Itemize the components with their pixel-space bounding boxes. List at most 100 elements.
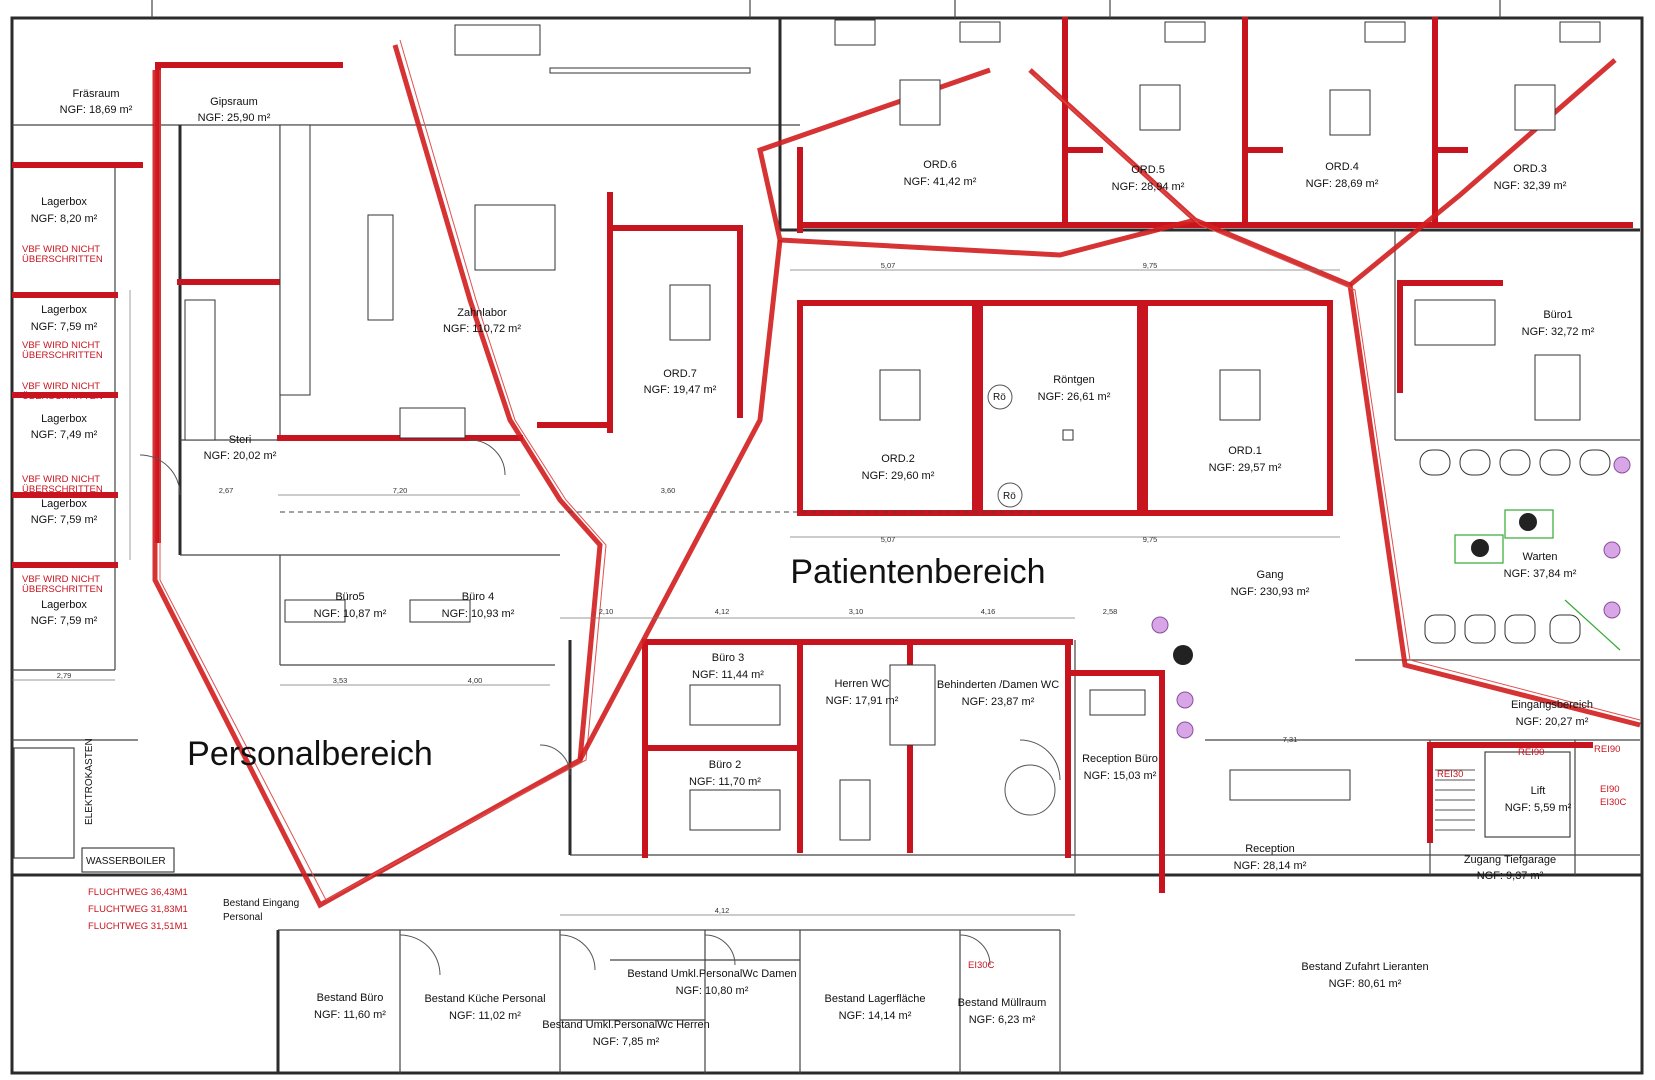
room-roentgen-area: NGF: 26,61 m² [1038, 391, 1111, 403]
vbf-note-4-line1: VBF WIRD NICHT [22, 474, 100, 485]
room-buero4-name: Büro 4 [462, 591, 494, 603]
vbf-note-1-line2: ÜBERSCHRITTEN [22, 254, 103, 265]
vbf-note-1-line1: VBF WIRD NICHT [22, 244, 100, 255]
dim-975-bottom: 9,75 [1143, 535, 1158, 544]
room-herrenwc-name: Herren WC [834, 678, 889, 690]
room-ord1-area: NGF: 29,57 m² [1209, 462, 1282, 474]
room-bmuell-area: NGF: 6,23 m² [969, 1014, 1036, 1026]
room-ord2-name: ORD.2 [881, 453, 915, 465]
room-receptionbuero-area: NGF: 15,03 m² [1084, 770, 1157, 782]
rating-rei30: REI30 [1437, 769, 1463, 780]
dimension-lines [12, 269, 1340, 916]
fluchtweg-note-2: FLUCHTWEG 31,83M1 [88, 904, 188, 915]
room-buero5-name: Büro5 [335, 591, 364, 603]
furniture [139, 19, 1631, 976]
room-gang-area: NGF: 230,93 m² [1231, 586, 1310, 598]
room-damenwc-area: NGF: 23,87 m² [962, 696, 1035, 708]
vbf-notes: VBF WIRD NICHT ÜBERSCHRITTEN VBF WIRD NI… [22, 244, 103, 595]
room-lagerbox1-name: Lagerbox [41, 196, 87, 208]
escape-routes [152, 39, 1641, 909]
room-buero2-name: Büro 2 [709, 759, 741, 771]
room-eingang-area: NGF: 20,27 m² [1516, 716, 1589, 728]
room-ord3-area: NGF: 32,39 m² [1494, 180, 1567, 192]
vbf-note-3-line1: VBF WIRD NICHT [22, 381, 100, 392]
room-ord5-area: NGF: 28,94 m² [1112, 181, 1185, 193]
escape-route-notes: FLUCHTWEG 36,43M1 FLUCHTWEG 31,83M1 FLUC… [88, 887, 188, 932]
room-lagerbox4-area: NGF: 7,59 m² [31, 514, 98, 526]
room-lagerbox1-area: NGF: 8,20 m² [31, 213, 98, 225]
room-gipsraum-area: NGF: 25,90 m² [198, 112, 271, 124]
dim-416: 4,16 [981, 607, 996, 616]
room-steri-name: Steri [229, 434, 252, 446]
room-buero5-area: NGF: 10,87 m² [314, 608, 387, 620]
room-bdamen-name: Bestand Umkl.PersonalWc Damen [627, 968, 796, 980]
room-warten-name: Warten [1522, 551, 1557, 563]
dim-507-bottom: 5,07 [881, 535, 896, 544]
vbf-note-3-line2: ÜBERSCHRITTEN [22, 391, 103, 402]
dim-310: 3,10 [849, 607, 864, 616]
room-lift-area: NGF: 5,59 m² [1505, 802, 1572, 814]
eingang-personal-label-2: Personal [223, 912, 262, 923]
dim-412-mid: 4,12 [715, 607, 730, 616]
room-bzufahrt-name: Bestand Zufahrt Lieranten [1301, 961, 1428, 973]
elektrokasten-label: ELEKTROKASTEN [84, 738, 95, 825]
dim-720: 7,20 [393, 486, 408, 495]
room-ord4-area: NGF: 28,69 m² [1306, 178, 1379, 190]
room-damenwc-name: Behinderten /Damen WC [937, 679, 1059, 691]
room-ord4-name: ORD.4 [1325, 161, 1359, 173]
room-bzufahrt-area: NGF: 80,61 m² [1329, 978, 1402, 990]
dim-258: 2,58 [1103, 607, 1118, 616]
rating-ei30c-lift: EI30C [1600, 797, 1627, 808]
dimension-labels: 5,07 9,75 5,07 9,75 7,20 3,60 4,12 3,10 … [57, 261, 1298, 915]
vbf-note-2-line1: VBF WIRD NICHT [22, 340, 100, 351]
room-buero3-name: Büro 3 [712, 652, 744, 664]
room-blager-name: Bestand Lagerfläche [825, 993, 926, 1005]
dim-975-top: 9,75 [1143, 261, 1158, 270]
room-bherren-area: NGF: 7,85 m² [593, 1036, 660, 1048]
room-lagerbox5-name: Lagerbox [41, 599, 87, 611]
room-tiefgarage-area: NGF: 9,37 m² [1477, 870, 1544, 882]
room-zahnlabor-name: Zahnlabor [457, 307, 507, 319]
room-bherren-name: Bestand Umkl.PersonalWc Herren [542, 1019, 710, 1031]
dim-412-bottom: 4,12 [715, 906, 730, 915]
room-ord6-area: NGF: 41,42 m² [904, 176, 977, 188]
rating-rei90: REI90 [1518, 747, 1544, 758]
room-lagerbox3-area: NGF: 7,49 m² [31, 429, 98, 441]
room-ord5-name: ORD.5 [1131, 164, 1165, 176]
room-lift-name: Lift [1531, 785, 1546, 797]
room-lagerbox5-area: NGF: 7,59 m² [31, 615, 98, 627]
room-lagerbox4-name: Lagerbox [41, 498, 87, 510]
room-reception-area: NGF: 28,14 m² [1234, 860, 1307, 872]
rating-ei30c: EI30C [968, 960, 995, 971]
room-ord1-name: ORD.1 [1228, 445, 1262, 457]
dim-400: 4,00 [468, 676, 483, 685]
room-bkueche-area: NGF: 11,02 m² [449, 1010, 521, 1022]
room-roentgen-name: Röntgen [1053, 374, 1095, 386]
room-fraesraum-area: NGF: 18,69 m² [60, 104, 133, 116]
room-reception-name: Reception [1245, 843, 1295, 855]
room-herrenwc-area: NGF: 17,91 m² [826, 695, 899, 707]
room-gipsraum-name: Gipsraum [210, 96, 258, 108]
dim-353: 3,53 [333, 676, 348, 685]
zone-patient-label: Patientenbereich [790, 553, 1045, 591]
room-labels: Fräsraum NGF: 18,69 m² Gipsraum NGF: 25,… [31, 88, 1595, 1048]
dim-279: 2,79 [57, 671, 72, 680]
roentgen-marker-2: Rö [1003, 491, 1016, 502]
room-lagerbox2-area: NGF: 7,59 m² [31, 321, 98, 333]
room-bbuero-name: Bestand Büro [317, 992, 384, 1004]
room-warten-area: NGF: 37,84 m² [1504, 568, 1577, 580]
rating-ei90: EI90 [1600, 784, 1620, 795]
room-ord3-name: ORD.3 [1513, 163, 1547, 175]
room-buero2-area: NGF: 11,70 m² [689, 776, 761, 788]
room-ord7-name: ORD.7 [663, 368, 697, 380]
room-gang-name: Gang [1257, 569, 1284, 581]
room-steri-area: NGF: 20,02 m² [204, 450, 277, 462]
room-fraesraum-name: Fräsraum [72, 88, 119, 100]
fluchtweg-note-3: FLUCHTWEG 31,51M1 [88, 921, 188, 932]
fluchtweg-note-1: FLUCHTWEG 36,43M1 [88, 887, 188, 898]
room-zahnlabor-area: NGF: 110,72 m² [443, 323, 521, 335]
room-lagerbox3-name: Lagerbox [41, 413, 87, 425]
room-bkueche-name: Bestand Küche Personal [424, 993, 545, 1005]
dim-267: 2,67 [219, 486, 234, 495]
room-receptionbuero-name: Reception Büro [1082, 753, 1158, 765]
